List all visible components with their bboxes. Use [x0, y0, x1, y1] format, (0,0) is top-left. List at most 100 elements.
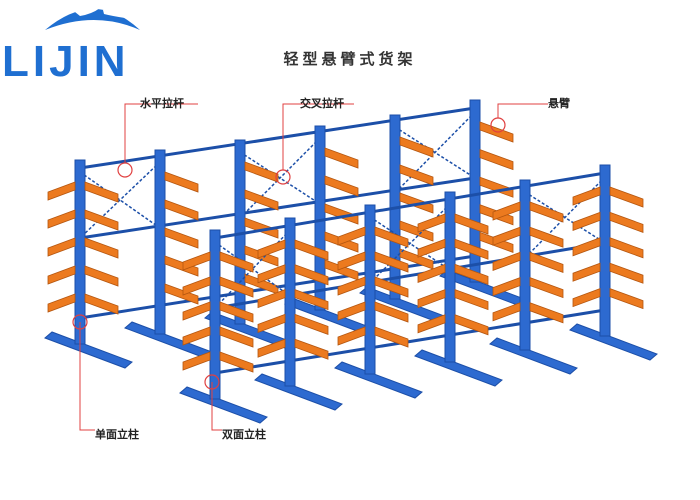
cantilever-arm-callout-leader: [497, 103, 548, 118]
front-row-cantilever-arm: [337, 251, 366, 271]
front-row-cantilever-arm: [417, 213, 446, 233]
globe-icon: [45, 6, 140, 30]
front-row-cantilever-arm: [454, 314, 489, 336]
front-row-cantilever-arm: [182, 251, 211, 271]
front-row-cantilever-arm: [417, 238, 446, 258]
page-title: 轻型悬臂式货架: [283, 50, 417, 68]
front-row-cantilever-arm: [219, 326, 254, 348]
front-row-cantilever-arm: [337, 301, 366, 321]
front-row-cantilever-arm: [337, 226, 366, 246]
label-cantilever-arm: 悬臂: [548, 97, 570, 110]
front-row-cantilever-arm: [182, 351, 211, 371]
front-row-cantilever-arm: [257, 338, 286, 358]
front-row-cantilever-arm: [294, 289, 329, 311]
front-row-column: [284, 217, 296, 387]
front-row-cantilever-arm: [219, 276, 254, 298]
front-row-cantilever-arm: [454, 289, 489, 311]
back-row-cantilever-arm: [47, 181, 76, 201]
cross-brace-callout-marker: [275, 169, 291, 185]
front-row-cantilever-arm: [492, 302, 521, 322]
front-row-column: [519, 179, 531, 351]
back-row-cantilever-arm: [164, 199, 199, 221]
label-double-column: 双面立柱: [222, 428, 266, 441]
front-row-cantilever-arm: [609, 237, 644, 259]
front-row-cantilever-arm: [572, 186, 601, 206]
front-row-cantilever-arm: [417, 289, 446, 309]
back-row-cantilever-arm: [47, 237, 76, 257]
front-row-column-base: [569, 323, 658, 361]
front-row-cantilever-arm: [417, 263, 446, 283]
back-row-cantilever-arm: [479, 176, 514, 198]
back-row-cantilever-arm: [47, 293, 76, 313]
label-cross-brace: 交叉拉杆: [300, 97, 344, 110]
front-row-column: [209, 229, 221, 400]
front-row-cantilever-arm: [454, 238, 489, 260]
back-row-cantilever-arm: [324, 203, 359, 225]
front-row-cantilever-arm: [492, 201, 521, 221]
front-row-column-base: [179, 386, 268, 424]
front-row-cantilever-arm: [257, 239, 286, 259]
front-row-column-base: [254, 373, 343, 411]
cross-brace-callout-leader: [282, 103, 354, 170]
back-row-cantilever-arm: [84, 181, 119, 203]
back-row-cantilever-arm: [84, 293, 119, 315]
front-row-cantilever-arm: [454, 263, 489, 285]
front-row-cantilever-arm: [609, 211, 644, 233]
front-row-cantilever-arm: [417, 314, 446, 334]
back-row-cantilever-arm: [164, 171, 199, 193]
front-row-column-base: [334, 361, 423, 399]
back-row-cantilever-arm: [84, 209, 119, 231]
front-row-cantilever-arm: [572, 288, 601, 308]
lijin-logo: LIJIN: [2, 6, 140, 86]
front-row-cantilever-arm: [374, 326, 409, 348]
back-row-cantilever-arm: [324, 147, 359, 169]
front-row-column: [364, 204, 376, 375]
front-row-cantilever-arm: [182, 301, 211, 321]
front-row-cantilever-arm: [572, 237, 601, 257]
front-row-cantilever-arm: [374, 251, 409, 273]
front-row-column-base: [489, 337, 578, 375]
front-row-top-horizontal-bar: [214, 171, 606, 240]
front-row-cantilever-arm: [374, 276, 409, 298]
front-row-cantilever-arm: [337, 276, 366, 296]
back-row-cantilever-arm: [244, 161, 279, 183]
back-row-cantilever-arm: [84, 237, 119, 259]
front-row-cantilever-arm: [492, 251, 521, 271]
front-row-cantilever-arm: [492, 277, 521, 297]
back-row-cross-brace: [79, 171, 161, 229]
front-row-cantilever-arm: [219, 251, 254, 273]
front-row-low-horizontal-bar: [214, 308, 606, 375]
front-row-cantilever-arm: [337, 326, 366, 346]
back-row-cantilever-arm: [244, 217, 279, 239]
back-row-cantilever-arm: [399, 164, 434, 186]
front-row-cantilever-arm: [609, 288, 644, 310]
horizontal-bar-callout-marker: [117, 162, 133, 178]
front-row-cantilever-arm: [454, 213, 489, 235]
front-row-cantilever-arm: [609, 186, 644, 208]
front-row-cantilever-arm: [294, 264, 329, 286]
back-row-cantilever-arm: [399, 136, 434, 158]
front-row-cantilever-arm: [374, 226, 409, 248]
single-column-callout-marker: [72, 314, 88, 330]
back-row-column: [154, 149, 166, 335]
label-horizontal-bar: 水平拉杆: [140, 97, 184, 110]
front-row-column-base: [414, 349, 503, 387]
back-row-cross-brace: [394, 111, 476, 194]
back-row-cross-brace: [239, 137, 321, 219]
back-row-cantilever-arm: [324, 175, 359, 197]
front-row-cantilever-arm: [182, 276, 211, 296]
double-column-callout-leader: [211, 382, 222, 431]
back-row-top-horizontal-bar: [79, 106, 476, 170]
back-row-column-base: [124, 321, 213, 359]
back-row-cantilever-arm: [244, 189, 279, 211]
front-row-cantilever-arm: [219, 351, 254, 373]
back-row-column-base: [44, 331, 133, 369]
horizontal-bar-callout-leader: [124, 103, 198, 163]
back-row-cantilever-arm: [47, 265, 76, 285]
front-row-cantilever-arm: [572, 211, 601, 231]
double-column-callout-marker: [204, 374, 220, 390]
front-row-cantilever-arm: [294, 239, 329, 261]
back-row-cantilever-arm: [84, 265, 119, 287]
front-row-cross-brace: [214, 229, 291, 309]
front-row-column: [599, 164, 611, 337]
